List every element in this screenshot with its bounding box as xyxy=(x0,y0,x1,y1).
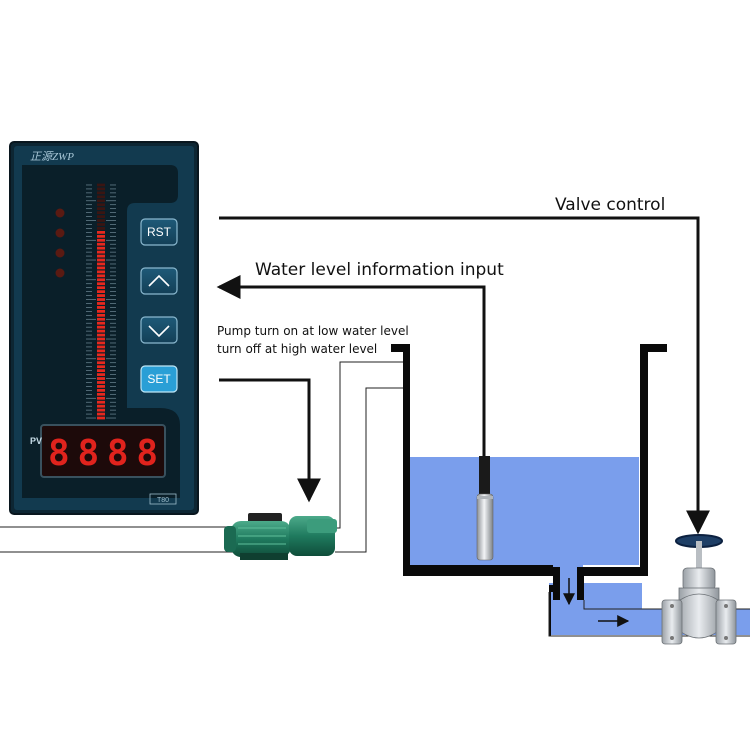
indicator-led xyxy=(55,228,65,238)
controller-panel: 正源ZWP RST SET PV 8888 T80 xyxy=(9,141,199,515)
bar-segment xyxy=(97,242,105,246)
bar-segment xyxy=(97,223,105,226)
down-button[interactable] xyxy=(140,316,178,344)
set-button[interactable]: SET xyxy=(140,365,178,393)
bar-segment xyxy=(97,337,105,341)
up-arrow-icon xyxy=(148,274,170,287)
up-button[interactable] xyxy=(140,267,178,295)
bar-segment xyxy=(97,294,105,297)
model-label: T80 xyxy=(157,497,169,504)
bar-segment xyxy=(97,416,105,420)
bar-segment xyxy=(97,195,105,199)
bar-segment xyxy=(97,290,105,293)
bar-segment xyxy=(97,321,105,325)
water-tank xyxy=(391,344,750,637)
bar-segment xyxy=(97,207,105,211)
bar-segment xyxy=(97,325,105,329)
bar-segment xyxy=(97,329,105,333)
bar-segment xyxy=(97,254,105,258)
brand-logo: 正源ZWP xyxy=(30,150,74,163)
bar-segment xyxy=(97,345,105,349)
bar-segment xyxy=(97,361,105,365)
discharge-pipe-inner xyxy=(335,387,403,553)
pump-label-line1: Pump turn on at low water level xyxy=(217,324,409,338)
discharge-pipe-outer xyxy=(335,361,403,529)
bar-segment xyxy=(97,199,105,203)
tank-water xyxy=(410,457,639,565)
bar-segment xyxy=(97,357,105,361)
pv-display xyxy=(40,424,166,478)
bar-segment xyxy=(97,306,105,309)
bar-segment xyxy=(97,231,105,234)
indicator-led xyxy=(55,208,65,218)
gate-valve-icon xyxy=(661,534,737,645)
bar-segment xyxy=(97,373,105,376)
bar-segment xyxy=(97,400,105,404)
pump-icon xyxy=(224,513,337,560)
bar-segment xyxy=(97,211,105,214)
bar-segment xyxy=(97,353,105,357)
bar-segment xyxy=(97,408,105,412)
bar-segment xyxy=(97,234,105,238)
water-level-input-label: Water level information input xyxy=(255,260,504,280)
bar-segment xyxy=(97,250,105,254)
bar-segment xyxy=(97,227,105,230)
level-sensor-icon xyxy=(476,456,494,561)
bar-segment xyxy=(97,282,105,286)
bar-segment xyxy=(97,313,105,317)
bar-segment xyxy=(97,191,105,195)
bar-segment xyxy=(97,385,105,388)
bar-segment xyxy=(97,219,105,222)
bar-segment xyxy=(97,274,105,278)
bar-segment xyxy=(97,238,105,242)
indicator-led xyxy=(55,268,65,278)
bar-segment xyxy=(97,302,105,305)
bar-segment xyxy=(97,369,105,372)
bar-segment xyxy=(97,404,105,408)
bar-segment xyxy=(97,341,105,345)
bar-segment xyxy=(97,298,105,301)
bar-segment xyxy=(97,215,105,218)
bar-segment xyxy=(97,286,105,290)
bar-segment xyxy=(97,270,105,274)
bar-segment xyxy=(97,278,105,282)
bar-segment xyxy=(97,381,105,384)
rst-button-label: RST xyxy=(147,225,172,239)
bar-segment xyxy=(97,246,105,250)
bar-segment xyxy=(97,203,105,207)
rst-button[interactable]: RST xyxy=(140,218,178,246)
bar-segment xyxy=(97,365,105,369)
bar-segment xyxy=(97,266,105,270)
pv-label: PV xyxy=(30,436,42,446)
bar-segment xyxy=(97,396,105,400)
valve-control-line xyxy=(219,216,710,535)
bar-segment xyxy=(97,262,105,266)
bar-segment xyxy=(97,187,105,191)
bar-segment xyxy=(97,392,105,396)
bar-segment xyxy=(97,377,105,380)
bar-segment xyxy=(97,183,105,187)
valve-control-label: Valve control xyxy=(555,195,665,215)
down-arrow-icon xyxy=(148,325,170,338)
level-bargraph xyxy=(86,183,116,420)
set-button-label: SET xyxy=(147,372,171,386)
indicator-led xyxy=(55,248,65,258)
pump-control-line xyxy=(219,378,321,503)
bar-segment xyxy=(97,349,105,353)
bar-segment xyxy=(97,310,105,313)
pump-label-line2: turn off at high water level xyxy=(217,342,377,356)
bar-segment xyxy=(97,389,105,392)
water-level-input-line xyxy=(216,275,486,456)
bar-segment xyxy=(97,333,105,337)
bar-segment xyxy=(97,258,105,262)
bar-segment xyxy=(97,317,105,321)
bar-segment xyxy=(97,412,105,416)
